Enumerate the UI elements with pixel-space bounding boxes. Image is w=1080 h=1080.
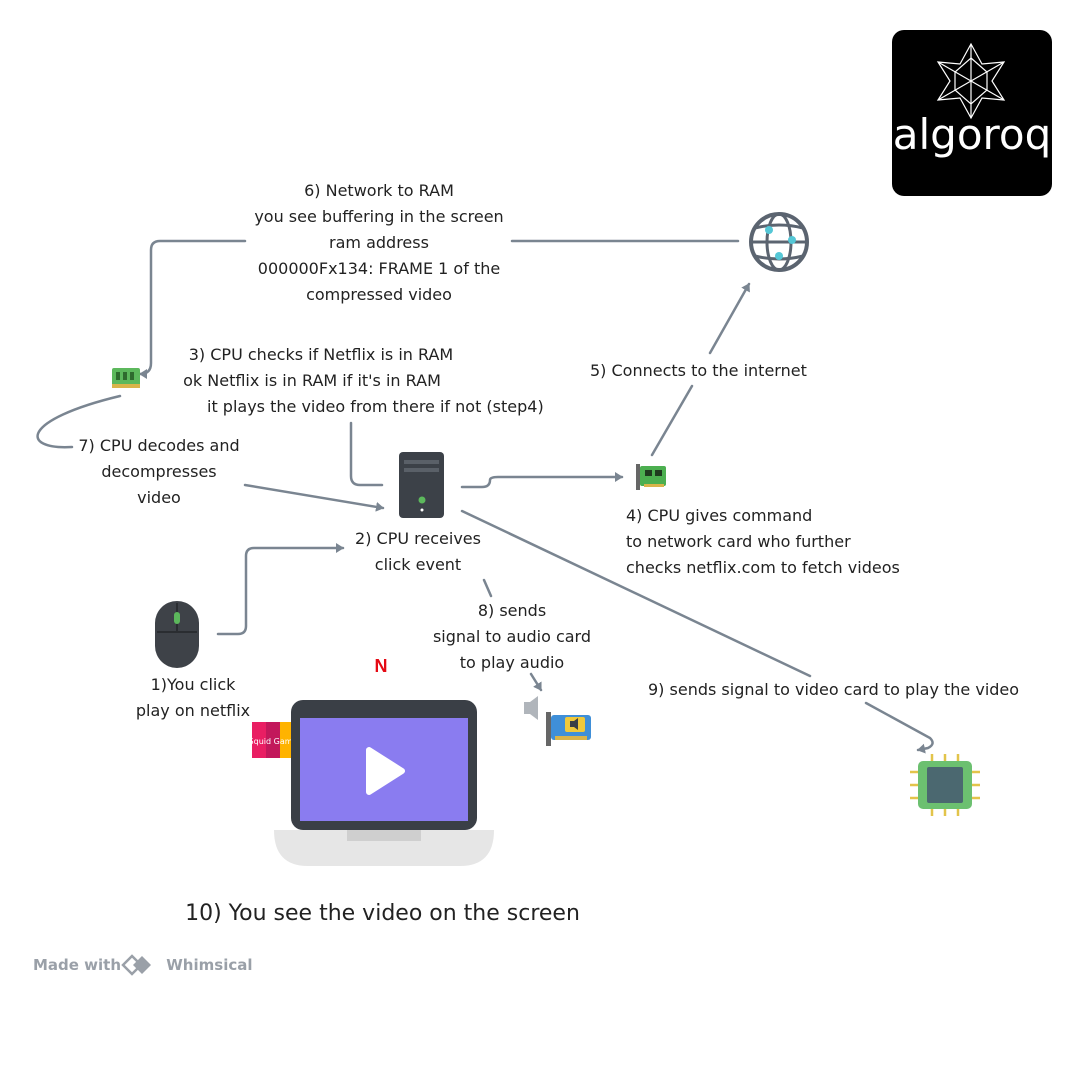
audio-card-icon	[546, 712, 591, 746]
step5-label: 5) Connects to the internet	[590, 361, 807, 380]
ram-icon	[112, 368, 140, 388]
netflix-logo: N	[375, 656, 388, 676]
connector-ramcheck-to-cpu	[349, 421, 384, 487]
made-with-whimsical[interactable]: Made with Whimsical	[33, 954, 253, 976]
mouse-icon	[155, 601, 199, 668]
connector-mouse-to-cpu	[216, 543, 345, 636]
star-polyhedron-icon	[936, 42, 1006, 120]
whimsical-logo-icon	[121, 954, 151, 976]
logo-wordmark: algoroq	[892, 110, 1052, 159]
laptop-icon	[274, 700, 494, 866]
algoroq-logo: algoroq	[892, 30, 1052, 196]
connector-cpu-to-video-card	[460, 509, 812, 678]
video-card-chip-icon	[910, 754, 980, 816]
speaker-icon	[524, 696, 538, 720]
svg-text:Squid Game: Squid Game	[249, 737, 298, 746]
connector-videocard-arrow	[864, 701, 934, 754]
step9-label: 9) sends signal to video card to play th…	[648, 680, 1020, 699]
connector-cpu-to-audio	[482, 578, 493, 598]
connector-network-to-ram	[138, 239, 247, 379]
made-with-text: Made with	[33, 956, 122, 974]
connector-decode-to-cpu	[243, 483, 385, 512]
cpu-tower-icon	[399, 452, 444, 518]
whimsical-brand: Whimsical	[166, 956, 253, 974]
globe-icon	[749, 212, 809, 272]
connector-audio-arrow	[529, 672, 543, 692]
squid-game-thumbnail: Squid Game	[249, 722, 298, 758]
connector-netcard-to-internet	[650, 384, 694, 457]
connector-cpu-to-netcard	[460, 472, 624, 489]
connector-internet-to-globe	[708, 282, 751, 355]
connector-ram-to-decode	[36, 394, 122, 449]
network-card-icon	[636, 464, 666, 490]
step10-label: 10) You see the video on the screen	[185, 901, 580, 926]
